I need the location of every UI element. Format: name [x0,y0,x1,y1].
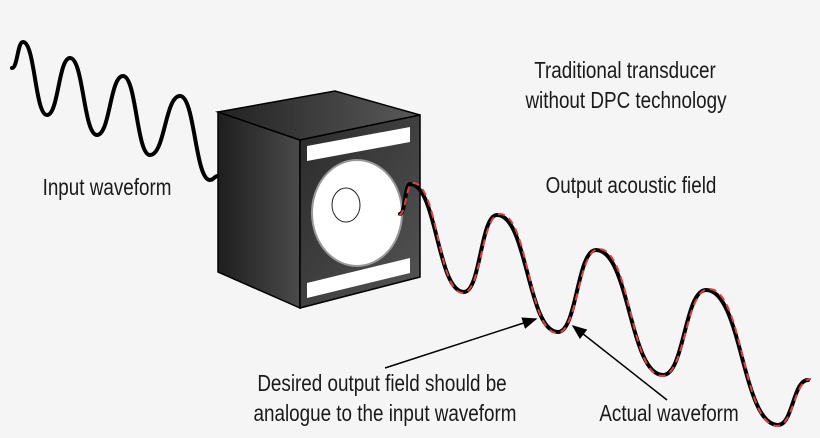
speaker-side [217,110,301,310]
input-waveform-label: Input waveform [43,175,172,200]
actual-arrow [571,325,668,401]
title-line-1: Traditional transducer [534,58,716,83]
desired-label-line-1: Desired output field should be [257,371,506,396]
speaker-top-port [307,127,410,161]
speaker-bottom-port [307,258,410,298]
desired-arrow [384,317,538,369]
desired-output-waveform [398,181,812,428]
actual-waveform-label: Actual waveform [599,401,738,426]
desired-label-line-2: analogue to the input waveform [254,401,517,426]
speaker-cabinet [215,90,421,310]
input-waveform [10,39,220,183]
speaker-dust-cap [331,187,361,223]
output-field-label: Output acoustic field [546,173,717,198]
title-line-2: without DPC technology [525,88,727,113]
